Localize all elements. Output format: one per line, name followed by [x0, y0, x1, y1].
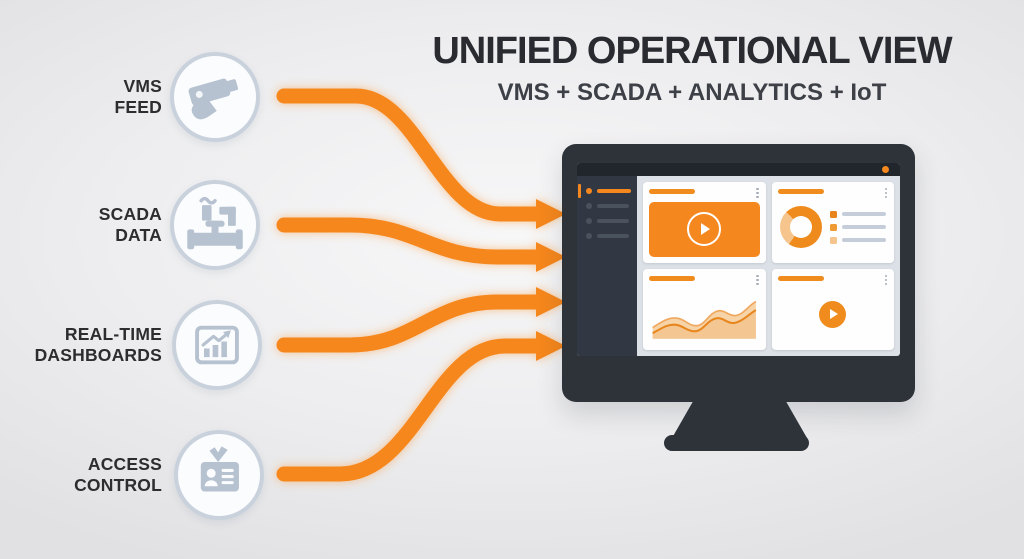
industrial-valve-icon: [187, 196, 243, 250]
source-access-control: [174, 430, 264, 520]
dashboard-grid: [637, 176, 900, 356]
status-dot: [882, 166, 889, 173]
kebab-menu-icon: [884, 188, 888, 198]
arrowhead-icon: [536, 242, 566, 272]
donut-legend: [829, 210, 886, 244]
kebab-menu-icon: [755, 188, 759, 198]
arrow-access-control: [276, 338, 545, 482]
sidebar-item: [577, 201, 637, 211]
label-realtime-dashboards: REAL-TIME DASHBOARDS: [34, 324, 162, 366]
header: UNIFIED OPERATIONAL VIEW VMS + SCADA + A…: [392, 30, 992, 107]
label-scada-data: SCADA DATA: [98, 204, 162, 246]
page-title: UNIFIED OPERATIONAL VIEW: [432, 30, 952, 72]
arrowhead-icon: [536, 199, 566, 229]
arrowhead-icon: [536, 287, 566, 317]
label-access-control: ACCESS CONTROL: [74, 454, 162, 496]
page-subtitle: VMS + SCADA + ANALYTICS + IoT: [497, 79, 887, 106]
monitor: [562, 144, 915, 402]
area-chart-widget: [643, 269, 766, 350]
id-badge-icon: [200, 446, 239, 492]
arrow-vms-feed: [276, 88, 545, 222]
monitor-screen: [577, 163, 900, 356]
app-sidebar: [577, 176, 637, 356]
widget-title-bar: [777, 276, 824, 281]
widget-title-bar: [649, 276, 695, 281]
arrowhead-icon: [536, 331, 566, 361]
app-topbar: [577, 163, 900, 176]
play-icon: [687, 212, 722, 247]
monitor-stand-neck: [672, 398, 807, 438]
sidebar-item-active: [577, 184, 637, 198]
video-area: [649, 201, 760, 257]
monitor-stand-base: [664, 435, 809, 451]
source-realtime-dashboards: [172, 300, 262, 390]
video-feed-widget: [643, 182, 766, 263]
kebab-menu-icon: [755, 275, 759, 285]
source-scada-data: [170, 180, 260, 270]
label-vms-feed: VMS FEED: [114, 76, 162, 118]
donut-chart: [779, 206, 822, 249]
arrow-realtime-dashboards: [276, 294, 545, 353]
widget-title-bar: [777, 189, 824, 194]
media-play-widget: [771, 269, 894, 350]
arrow-scada-data: [276, 217, 545, 265]
donut-chart-widget: [771, 182, 894, 263]
sidebar-item: [577, 231, 637, 241]
kebab-menu-icon: [884, 275, 888, 285]
widget-title-bar: [649, 189, 695, 194]
sidebar-item: [577, 216, 637, 226]
cctv-camera-icon: [188, 78, 239, 120]
area-chart: [652, 300, 757, 339]
play-icon: [819, 300, 847, 328]
source-vms-feed: [170, 52, 260, 142]
bar-chart-icon: [195, 325, 239, 365]
